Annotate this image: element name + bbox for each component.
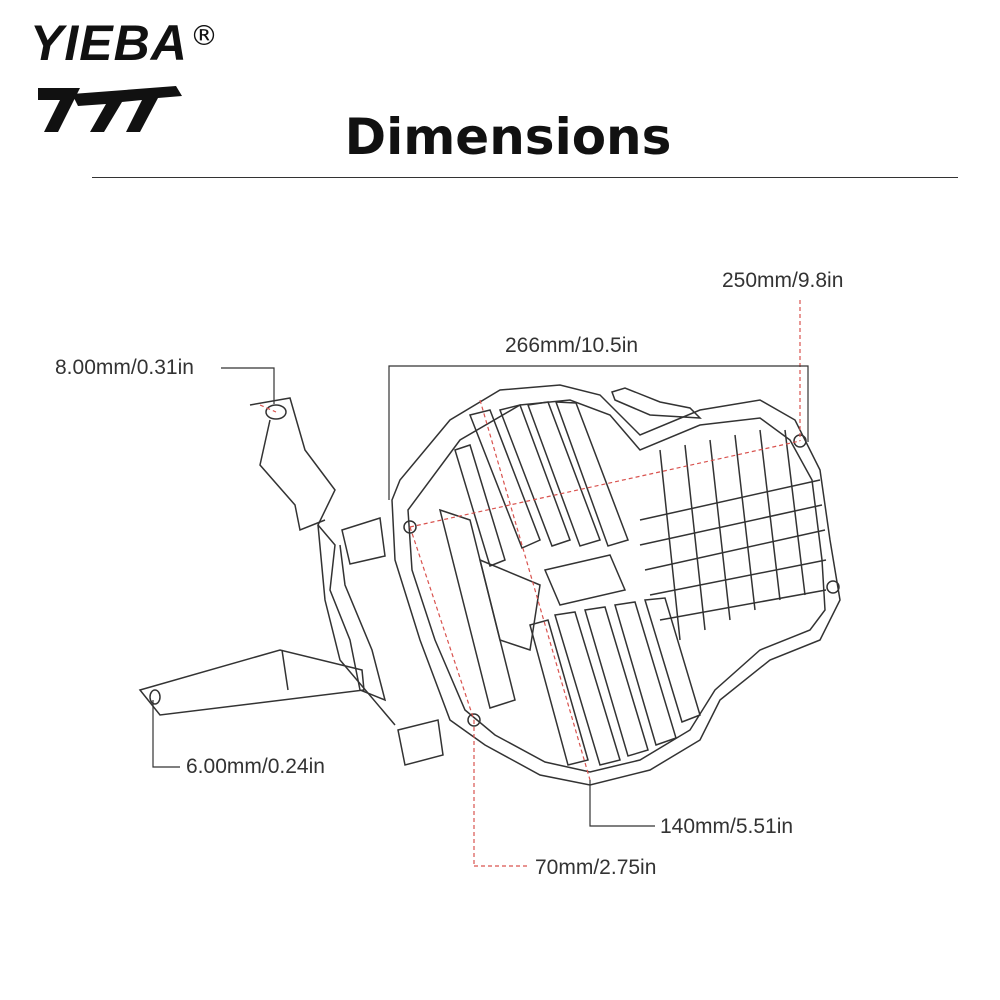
headlight-guard: [391, 384, 841, 786]
page-title: Dimensions: [344, 108, 672, 166]
registered-mark: ®: [190, 19, 218, 52]
dimension-140mm: 140mm/5.51in: [660, 815, 794, 838]
brand-logo-mark: [38, 86, 182, 132]
dimension-8mm-hole: 8.00mm/0.31in: [55, 356, 194, 379]
dimension-266mm: 266mm/10.5in: [505, 334, 639, 357]
measurement-guides: [259, 300, 801, 867]
dimension-250mm: 250mm/9.8in: [722, 269, 844, 292]
left-bracket: [138, 397, 444, 766]
brand-logo-text: YIEBA: [30, 15, 188, 71]
leader-lines: [152, 365, 809, 827]
dimension-70mm: 70mm/2.75in: [535, 856, 657, 879]
dimension-6mm-hole: 6.00mm/0.24in: [186, 755, 325, 778]
title-divider: [92, 177, 958, 178]
